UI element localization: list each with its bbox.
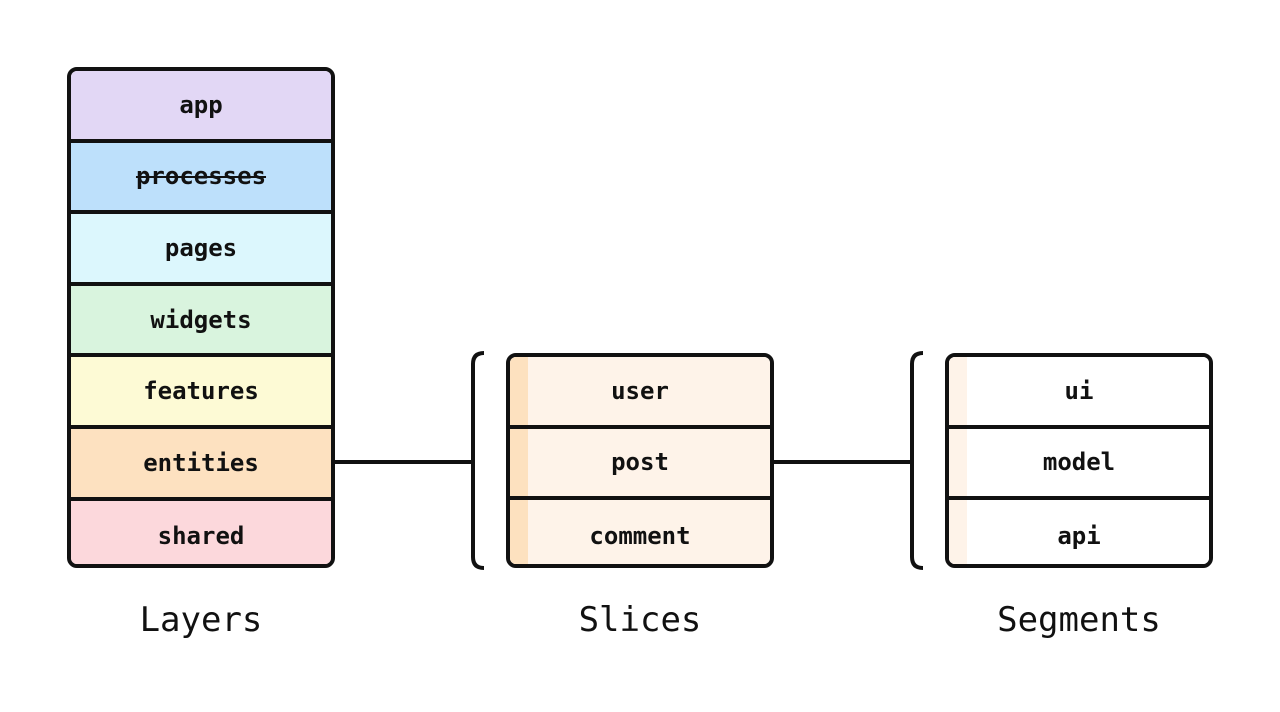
layers-stack: app processes pages widgets features ent… xyxy=(67,67,335,568)
segment-label: api xyxy=(1057,521,1101,550)
segment-label: model xyxy=(1042,448,1116,477)
layer-processes: processes xyxy=(71,142,331,215)
layer-label: app xyxy=(179,90,223,119)
layer-label: widgets xyxy=(150,305,252,334)
layer-shared: shared xyxy=(71,500,331,564)
slice-label: post xyxy=(611,448,669,477)
layer-entities: entities xyxy=(71,428,331,501)
layer-features: features xyxy=(71,357,331,429)
layer-label: features xyxy=(143,377,259,406)
segments-bracket xyxy=(910,351,924,570)
segment-api: api xyxy=(949,500,1209,564)
layers-caption: Layers xyxy=(139,600,263,640)
segment-label: ui xyxy=(1064,376,1094,405)
layer-pages: pages xyxy=(71,214,331,286)
slice-post: post xyxy=(510,428,770,501)
segment-ui: ui xyxy=(949,357,1209,429)
slices-caption: Slices xyxy=(578,600,702,640)
slices-bracket xyxy=(471,351,485,570)
segment-model: model xyxy=(949,428,1209,501)
slice-label: user xyxy=(611,376,669,405)
layer-label: pages xyxy=(164,233,238,262)
segments-caption: Segments xyxy=(997,600,1161,640)
slice-user: user xyxy=(510,357,770,429)
slices-stack: user post comment xyxy=(506,353,774,568)
layer-widgets: widgets xyxy=(71,285,331,358)
layer-label: entities xyxy=(143,448,259,477)
segments-stack: ui model api xyxy=(945,353,1213,568)
slice-label: comment xyxy=(589,521,691,550)
layer-label: processes xyxy=(135,162,267,191)
layer-app: app xyxy=(71,71,331,143)
layer-label: shared xyxy=(157,522,245,551)
slice-comment: comment xyxy=(510,500,770,564)
